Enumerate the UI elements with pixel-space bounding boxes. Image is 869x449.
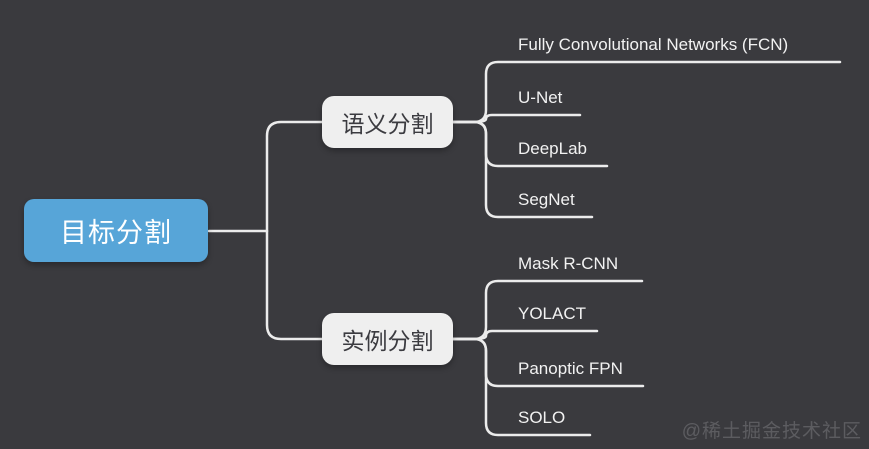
branch-node-label: 语义分割: [341, 111, 434, 137]
leaf-node-yolact[interactable]: YOLACT: [518, 304, 587, 323]
leaf-node-solo[interactable]: SOLO: [518, 408, 566, 427]
leaf-node-panoptic[interactable]: Panoptic FPN: [518, 359, 623, 378]
leaf-node-unet[interactable]: U-Net: [518, 88, 563, 107]
connector-leaf-segnet: [451, 120, 594, 219]
branch-node-semantic-segmentation[interactable]: 语义分割: [322, 96, 453, 148]
leaf-node-deeplab[interactable]: DeepLab: [518, 139, 588, 158]
connector-leaf-fcn: [451, 60, 842, 124]
root-node-label: 目标分割: [60, 218, 172, 248]
watermark: @稀土掘金技术社区: [681, 421, 862, 442]
branch-node-instance-segmentation[interactable]: 实例分割: [322, 313, 453, 365]
branch-node-label: 实例分割: [341, 328, 434, 354]
connector-leaf-solo: [451, 337, 592, 437]
root-node-object-segmentation[interactable]: 目标分割: [24, 199, 208, 262]
connector-root-trunk: [265, 120, 324, 341]
leaf-node-maskrcnn[interactable]: Mask R-CNN: [518, 254, 619, 273]
leaf-node-segnet[interactable]: SegNet: [518, 190, 575, 209]
leaf-node-fcn[interactable]: Fully Convolutional Networks (FCN): [518, 35, 789, 54]
